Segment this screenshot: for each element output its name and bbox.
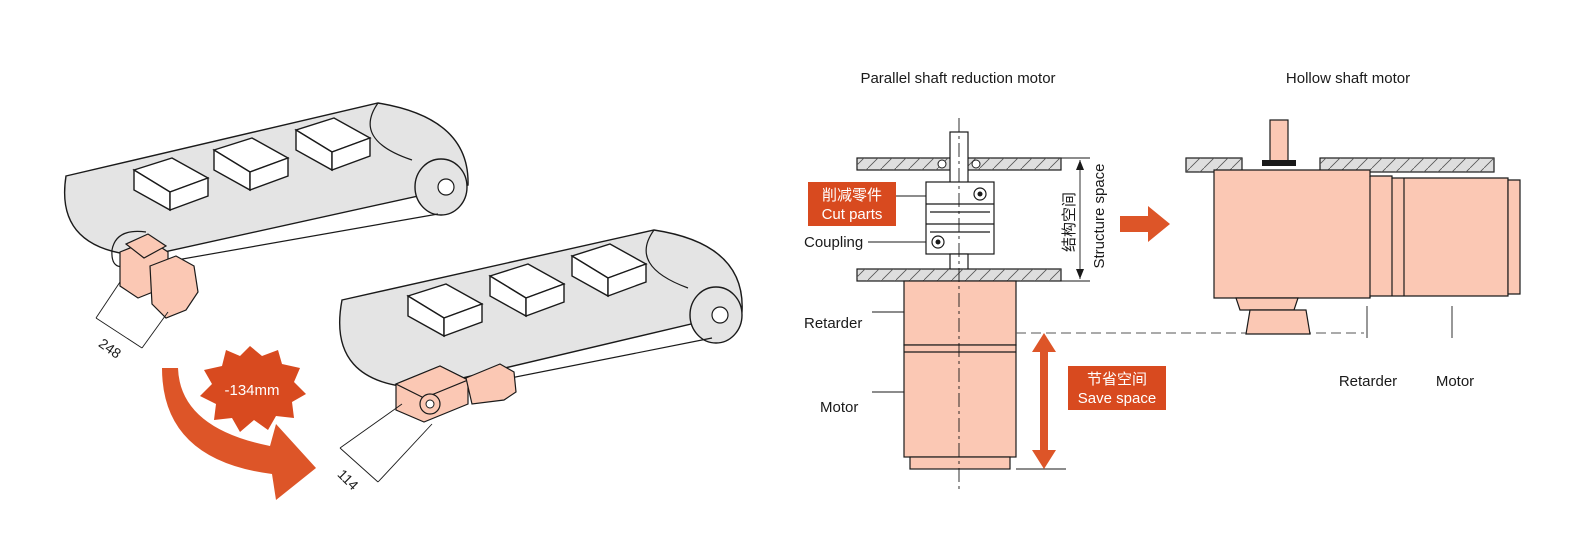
save-space-en: Save space xyxy=(1078,390,1156,407)
dim-parallel-label: 248 xyxy=(96,335,124,362)
reduction-badge-label: -134mm xyxy=(224,382,279,399)
retarder-label: Retarder xyxy=(804,315,862,332)
conveyor-parallel-shaft: 248 xyxy=(64,102,469,362)
hollow-output-shaft xyxy=(1269,119,1289,165)
cut-parts-tag: 削减零件 Cut parts xyxy=(808,182,926,226)
conveyor-box xyxy=(406,283,484,338)
curved-arrow-icon xyxy=(162,368,316,500)
starburst-badge-icon xyxy=(200,346,306,432)
hollow-shaft-motor-3d xyxy=(394,363,517,423)
save-space-dimension: 节省空间 Save space xyxy=(1016,332,1364,470)
coupling-label: Coupling xyxy=(804,234,863,251)
conveyor-box xyxy=(212,137,290,192)
cut-parts-cn: 削减零件 xyxy=(822,187,882,204)
conveyor-box xyxy=(488,263,566,318)
reduction-badge: -134mm xyxy=(200,346,306,432)
parallel-shaft-section: Parallel shaft reduction motor xyxy=(804,70,1364,492)
retarder-body xyxy=(903,280,1017,346)
hollow-shaft-title: Hollow shaft motor xyxy=(1286,70,1410,87)
motor-body xyxy=(903,344,1017,458)
save-space-cn: 节省空间 xyxy=(1087,371,1147,388)
conveyor-hollow-shaft: 114 xyxy=(335,229,743,493)
parallel-shaft-title: Parallel shaft reduction motor xyxy=(860,70,1055,87)
hollow-shaft-section: Hollow shaft motor Retarder Motor xyxy=(1185,70,1521,390)
conveyor-box xyxy=(294,117,372,172)
dim-hollow-label: 114 xyxy=(335,466,362,493)
hollow-retarder-label: Retarder xyxy=(1339,373,1397,390)
structure-space-en: Structure space xyxy=(1091,163,1108,268)
conveyor-box xyxy=(570,243,648,298)
parallel-shaft-motor-3d xyxy=(119,233,199,319)
coupling xyxy=(925,181,995,255)
double-arrow-icon xyxy=(1032,333,1056,469)
cut-parts-en: Cut parts xyxy=(822,206,883,223)
structure-space-cn: 结构空间 xyxy=(1061,192,1078,252)
conveyor-box xyxy=(132,157,210,212)
motor-label: Motor xyxy=(820,399,858,416)
hollow-motor-label: Motor xyxy=(1436,373,1474,390)
hollow-motor-body xyxy=(1213,169,1509,299)
structure-space-dimension: 结构空间 Structure space xyxy=(1061,157,1108,282)
right-arrow-icon xyxy=(1120,206,1170,242)
